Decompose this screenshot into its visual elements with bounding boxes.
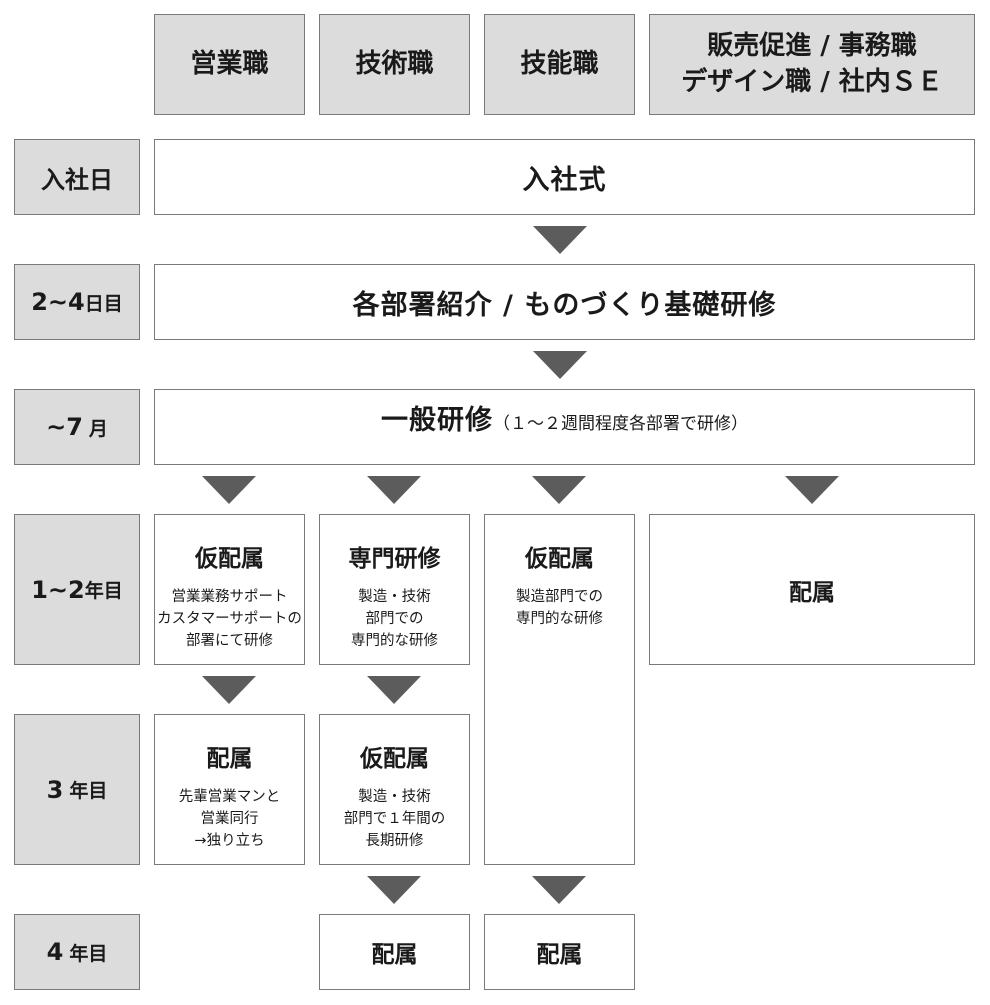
column-header-technical: 技術職 [319, 14, 470, 115]
row-label-until-july-num: ~7 [46, 413, 83, 441]
cell-year3-technical-desc: 製造・技術 部門で１年間の 長期研修 [344, 787, 446, 852]
desc-line: カスタマーサポートの [157, 610, 302, 627]
stage-intro-training: 各部署紹介 / ものづくり基礎研修 [154, 264, 975, 340]
column-header-other-line2: デザイン職 / 社内ＳＥ [681, 66, 943, 97]
cell-year1-2-sales-title: 仮配属 [195, 546, 264, 572]
cell-year1-2-technical-desc: 製造・技術 部門での 専門的な研修 [351, 587, 438, 652]
desc-line: 専門的な研修 [351, 632, 438, 649]
cell-year4-skilled-title: 配属 [536, 942, 583, 968]
arrow-down-icon [532, 476, 586, 504]
column-header-other-line1: 販売促進 / 事務職 [707, 30, 917, 61]
desc-line: 先輩営業マンと [178, 789, 281, 805]
desc-line: 営業業務サポート [171, 589, 288, 605]
cell-year4-skilled: 配属 [484, 914, 635, 990]
column-header-skilled: 技能職 [484, 14, 635, 115]
desc-line: 製造・技術 [358, 589, 431, 605]
column-header-sales-label: 営業職 [190, 48, 269, 79]
row-label-year3-unit: 年目 [69, 780, 108, 802]
desc-line: 部署にて研修 [186, 632, 273, 649]
cell-year3-sales-title: 配属 [206, 746, 253, 772]
desc-line: 営業同行 [200, 810, 259, 827]
arrow-down-icon [367, 676, 421, 704]
desc-line: 専門的な研修 [516, 610, 603, 627]
stage-ceremony: 入社式 [154, 139, 975, 215]
arrow-down-icon [533, 226, 587, 254]
cell-year1-2-sales-desc: 営業業務サポート カスタマーサポートの 部署にて研修 [157, 587, 302, 652]
row-label-year3-num: 3 [46, 775, 64, 804]
arrow-down-icon [202, 476, 256, 504]
row-label-day1: 入社日 [14, 139, 140, 215]
cell-year1-2-sales: 仮配属 営業業務サポート カスタマーサポートの 部署にて研修 [154, 514, 305, 665]
cell-year4-technical: 配属 [319, 914, 470, 990]
cell-year1-2-skilled-title: 仮配属 [525, 546, 594, 572]
cell-year1-2-technical-title: 専門研修 [348, 546, 441, 572]
stage-general-training-label: 一般研修 [381, 405, 493, 436]
desc-line: 製造部門での [516, 589, 603, 605]
row-label-until-july-unit: 月 [88, 417, 108, 440]
column-header-skilled-label: 技能職 [520, 48, 599, 79]
stage-intro-training-label: 各部署紹介 / ものづくり基礎研修 [352, 289, 777, 321]
desc-line: 長期研修 [365, 832, 424, 849]
arrow-down-icon [367, 476, 421, 504]
cell-year1-2-technical: 専門研修 製造・技術 部門での 専門的な研修 [319, 514, 470, 665]
cell-year3-sales: 配属 先輩営業マンと 営業同行 →独り立ち [154, 714, 305, 865]
cell-year1-2-other: 配属 [649, 514, 975, 665]
row-label-year1-2-unit: 年目 [84, 580, 123, 602]
cell-year1-2-skilled-desc: 製造部門での 専門的な研修 [516, 587, 603, 631]
desc-line: 部門で１年間の [343, 810, 446, 827]
row-label-day1-text: 入社日 [41, 165, 113, 194]
column-header-technical-label: 技術職 [355, 48, 434, 79]
desc-line: →独り立ち [194, 832, 265, 849]
stage-ceremony-label: 入社式 [522, 164, 607, 196]
row-label-day2-4-num: 2~4 [31, 288, 85, 316]
arrow-down-icon [532, 876, 586, 904]
stage-general-training-note: （１～２週間程度各部署で研修） [493, 414, 748, 434]
cell-year3-sales-desc: 先輩営業マンと 営業同行 →独り立ち [179, 787, 281, 852]
column-header-other: 販売促進 / 事務職 デザイン職 / 社内ＳＥ [649, 14, 975, 115]
arrow-down-icon [785, 476, 839, 504]
cell-year4-technical-title: 配属 [371, 942, 418, 968]
row-label-year4-num: 4 [46, 938, 64, 966]
cell-year3-technical: 仮配属 製造・技術 部門で１年間の 長期研修 [319, 714, 470, 865]
column-header-sales: 営業職 [154, 14, 305, 115]
desc-line: 部門での [365, 610, 424, 627]
cell-year1-2-other-title: 配属 [789, 579, 835, 606]
arrow-down-icon [533, 351, 587, 379]
cell-year3-technical-title: 仮配属 [360, 746, 429, 772]
row-label-year1-2-num: 1~2 [31, 575, 85, 604]
stage-general-training: 一般研修 （１～２週間程度各部署で研修） [154, 389, 975, 465]
desc-line: 製造・技術 [358, 789, 431, 805]
cell-year1-3-skilled: 仮配属 製造部門での 専門的な研修 [484, 514, 635, 865]
row-label-day2-4-unit: 日目 [84, 292, 123, 315]
arrow-down-icon [202, 676, 256, 704]
row-label-year4-unit: 年目 [69, 942, 108, 965]
arrow-down-icon [367, 876, 421, 904]
